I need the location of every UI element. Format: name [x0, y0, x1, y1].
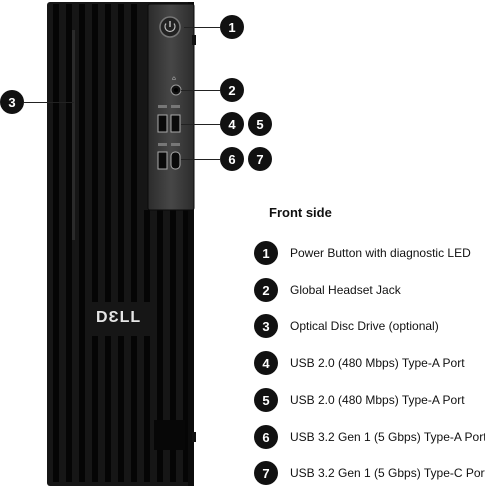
usb-3-type-a-port [157, 151, 168, 170]
callout-3-leader [24, 102, 74, 103]
legend-item: 7 USB 3.2 Gen 1 (5 Gbps) Type-C Port [254, 461, 485, 485]
callout-6-badge: 6 [220, 147, 244, 171]
bottom-vent-block [154, 420, 185, 450]
callout-1-leader [184, 27, 220, 28]
callout-2-leader [181, 90, 220, 91]
callout-1-badge: 1 [220, 15, 244, 39]
legend-item-label: USB 2.0 (480 Mbps) Type-A Port [290, 356, 465, 370]
legend-item-label: Optical Disc Drive (optional) [290, 319, 439, 333]
svg-text:⌂: ⌂ [172, 75, 176, 82]
legend-number-badge: 6 [254, 425, 278, 449]
legend-item: 5 USB 2.0 (480 Mbps) Type-A Port [254, 388, 465, 412]
usb-type-c-port [170, 151, 181, 170]
callout-3-badge: 3 [0, 90, 24, 114]
callout-6-leader [181, 159, 220, 160]
callout-5-badge: 5 [248, 112, 272, 136]
legend-item: 2 Global Headset Jack [254, 278, 401, 302]
callout-4-badge: 4 [220, 112, 244, 136]
callout-4-leader [181, 124, 220, 125]
legend-number-badge: 5 [254, 388, 278, 412]
legend-item-label: USB 2.0 (480 Mbps) Type-A Port [290, 393, 465, 407]
legend-item-label: Global Headset Jack [290, 283, 401, 297]
legend-number-badge: 3 [254, 314, 278, 338]
legend-number-badge: 2 [254, 278, 278, 302]
vent-slots [53, 4, 188, 482]
legend-number-badge: 4 [254, 351, 278, 375]
legend-item: 4 USB 2.0 (480 Mbps) Type-A Port [254, 351, 465, 375]
usb-2-port-a [157, 114, 168, 133]
legend-number-badge: 7 [254, 461, 278, 485]
optical-drive-slot [72, 30, 75, 240]
dell-logo: DƐLL [96, 309, 142, 326]
legend-item-label: Power Button with diagnostic LED [290, 246, 471, 260]
legend-item: 6 USB 3.2 Gen 1 (5 Gbps) Type-A Port [254, 425, 485, 449]
callout-2-badge: 2 [220, 78, 244, 102]
legend-item: 1 Power Button with diagnostic LED [254, 241, 471, 265]
legend-number-badge: 1 [254, 241, 278, 265]
callout-7-badge: 7 [248, 147, 272, 171]
legend-item-label: USB 3.2 Gen 1 (5 Gbps) Type-C Port [290, 466, 485, 480]
legend-item-label: USB 3.2 Gen 1 (5 Gbps) Type-A Port [290, 430, 485, 444]
legend-title: Front side [269, 205, 332, 220]
legend-item: 3 Optical Disc Drive (optional) [254, 314, 439, 338]
usb-2-port-b [170, 114, 181, 133]
